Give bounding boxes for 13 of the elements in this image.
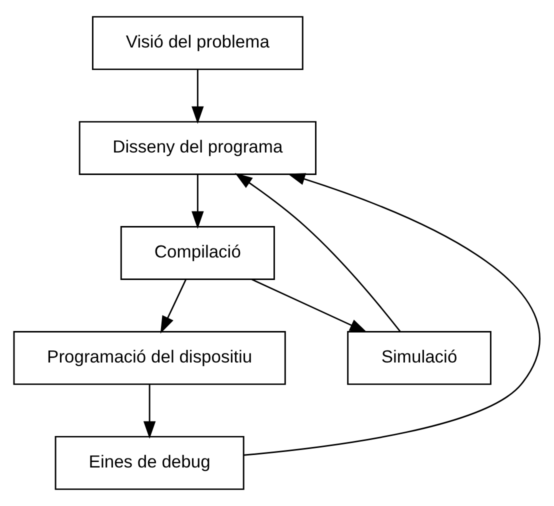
node-box: Visió del problema [92, 16, 304, 70]
node-box: Eines de debug [54, 436, 244, 490]
node-box: Compilació [120, 226, 275, 280]
arrow [143, 384, 156, 439]
node-box: Disseny del programa [78, 121, 316, 175]
node-box: Programació del dispositiu [13, 331, 286, 385]
arrow [244, 173, 540, 456]
arrow [160, 279, 186, 334]
node-box: Simulació [347, 331, 492, 385]
arrow [234, 173, 401, 332]
arrow [192, 174, 204, 229]
arrow [192, 70, 204, 124]
arrow [252, 278, 368, 333]
